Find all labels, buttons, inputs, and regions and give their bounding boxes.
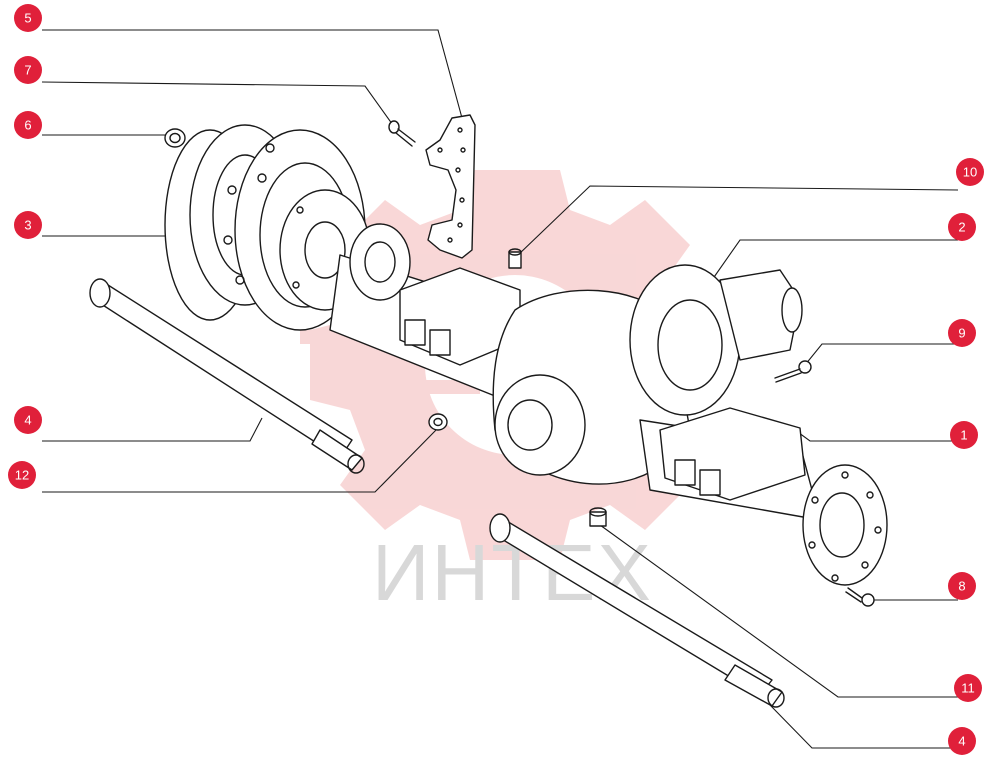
callout-badge-c1: 1 bbox=[950, 421, 978, 449]
part-4-half-shaft-lower bbox=[489, 513, 785, 708]
callout-label: 10 bbox=[963, 165, 977, 180]
callout-badge-circle bbox=[954, 674, 982, 702]
part-9-bolt bbox=[774, 360, 812, 383]
callout-label: 4 bbox=[958, 734, 965, 749]
callout-badge-circle bbox=[956, 158, 984, 186]
callout-badge-circle bbox=[14, 56, 42, 84]
leader-1 bbox=[794, 429, 958, 442]
callout-badge-c10: 10 bbox=[956, 158, 984, 186]
callout-badge-c12: 12 bbox=[8, 461, 36, 489]
callout-label: 8 bbox=[958, 579, 965, 594]
part-11-plug bbox=[589, 507, 607, 527]
leader-4b bbox=[769, 704, 958, 749]
callout-label: 1 bbox=[960, 428, 967, 443]
callout-label: 9 bbox=[958, 326, 965, 341]
callout-badge-circle bbox=[948, 572, 976, 600]
callout-label: 4 bbox=[24, 413, 31, 428]
callout-label: 5 bbox=[24, 11, 31, 26]
callout-badge-circle bbox=[14, 111, 42, 139]
callout-badge-circle bbox=[8, 461, 36, 489]
callout-badge-circle bbox=[948, 727, 976, 755]
callout-badge-circle bbox=[14, 4, 42, 32]
callout-badge-c5: 5 bbox=[14, 4, 42, 32]
leader-7 bbox=[41, 81, 396, 129]
callout-badge-circle bbox=[950, 421, 978, 449]
callout-badge-c7: 7 bbox=[14, 56, 42, 84]
part-4-half-shaft-upper bbox=[89, 278, 365, 474]
leader-9 bbox=[804, 343, 958, 366]
part-3-hub-drum bbox=[164, 124, 371, 331]
callout-badge-c11: 11 bbox=[954, 674, 982, 702]
part-5-bracket bbox=[425, 114, 476, 259]
callout-label: 2 bbox=[958, 220, 965, 235]
callout-badge-c9: 9 bbox=[948, 319, 976, 347]
part-8-bolt bbox=[845, 587, 875, 607]
callout-label: 7 bbox=[24, 63, 31, 78]
part-6-nut bbox=[164, 128, 186, 148]
part-12-plug bbox=[428, 413, 448, 431]
leader-12 bbox=[42, 427, 439, 493]
callout-label: 12 bbox=[15, 468, 29, 483]
leader-10 bbox=[517, 185, 959, 256]
part-2-final-drive bbox=[629, 264, 803, 416]
callout-badge-c6: 6 bbox=[14, 111, 42, 139]
callout-badge-circle bbox=[948, 213, 976, 241]
callout-badge-c4b: 4 bbox=[948, 727, 976, 755]
callout-badge-circle bbox=[948, 319, 976, 347]
leader-11 bbox=[599, 524, 958, 698]
callout-badge-c4a: 4 bbox=[14, 406, 42, 434]
callout-badge-circle bbox=[14, 211, 42, 239]
leader-5 bbox=[42, 29, 463, 119]
part-10-fitting bbox=[508, 248, 522, 269]
callout-badge-c3: 3 bbox=[14, 211, 42, 239]
callout-label: 11 bbox=[961, 681, 975, 696]
callout-badge-c2: 2 bbox=[948, 213, 976, 241]
part-7-bolt bbox=[388, 120, 416, 147]
axle-beam-right bbox=[639, 407, 821, 521]
callout-label: 3 bbox=[24, 218, 31, 233]
part-1-end-flange bbox=[802, 464, 888, 586]
callout-badge-c8: 8 bbox=[948, 572, 976, 600]
leader-4a bbox=[42, 417, 263, 442]
leader-lines bbox=[41, 29, 959, 749]
callout-badge-circle bbox=[14, 406, 42, 434]
leader-2 bbox=[711, 239, 958, 281]
callout-label: 6 bbox=[24, 118, 31, 133]
